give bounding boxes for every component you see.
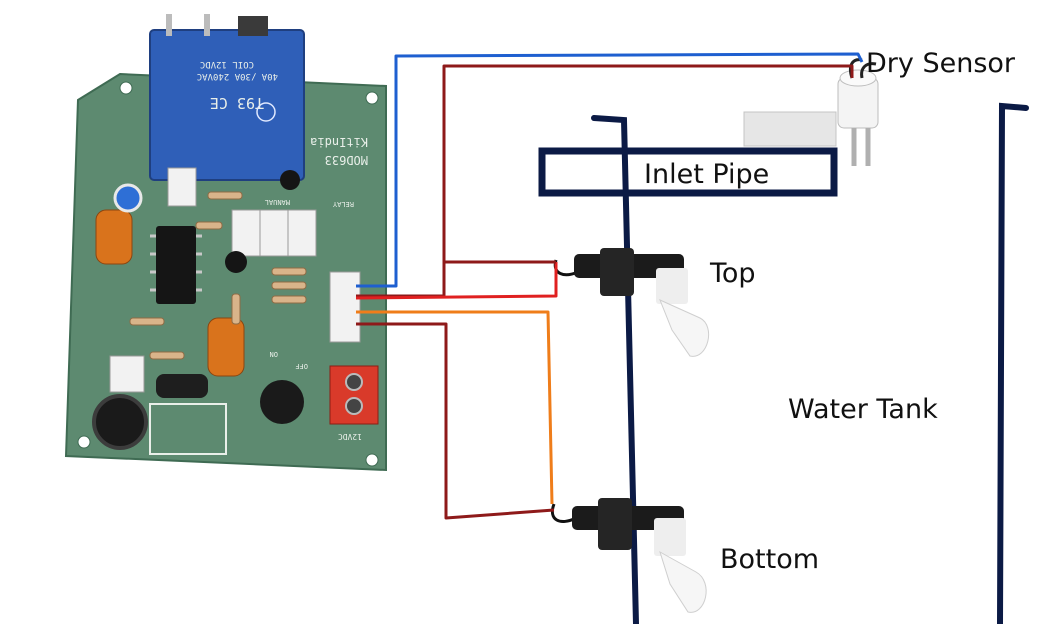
bridge-rectifier [156, 374, 208, 398]
manual-marking: MANUAL [265, 198, 290, 206]
dry-sensor [743, 58, 879, 166]
relay-logo-icon [256, 102, 276, 122]
connector-jst [231, 209, 261, 257]
sensor-cap [839, 69, 877, 87]
board-name: MOD633 [325, 153, 368, 167]
potentiometer [113, 183, 143, 213]
sensor-connector [329, 271, 361, 343]
buzzer [92, 394, 148, 450]
inlet-pipe [538, 147, 838, 197]
connector-jst [287, 209, 317, 257]
relay-model: T93 CE [210, 94, 264, 112]
sensor-mount-bracket [743, 111, 837, 147]
label-top: Top [709, 258, 756, 289]
board-brand: KitIndia [310, 135, 368, 149]
mounting-hole [365, 91, 379, 105]
off-marking: OFF [295, 362, 308, 370]
connector-jst [109, 355, 145, 393]
sensor-lead [860, 62, 877, 79]
label-water-tank: Water Tank [788, 394, 938, 425]
power-marking: 12VDC [338, 432, 362, 441]
wire-red-top-switch [355, 262, 558, 300]
connector-jst [167, 167, 197, 207]
float-switch-top [553, 248, 710, 357]
tank-left-wall [591, 115, 639, 624]
relay: T93 CE 40A /30A 240VAC COIL 12VDC [149, 14, 305, 181]
tank-right-wall [997, 102, 1029, 624]
water-tank [538, 102, 1029, 624]
buzzer [260, 380, 304, 424]
label-bottom: Bottom [720, 544, 819, 575]
transistor [280, 170, 300, 190]
float-body [659, 550, 707, 613]
float-body [659, 299, 710, 357]
label-inlet-pipe: Inlet Pipe [644, 159, 769, 190]
electrolytic-capacitor [95, 209, 133, 265]
electrolytic-capacitor [207, 317, 245, 377]
pcb-substrate [64, 72, 387, 472]
connector-jst [259, 209, 289, 257]
on-marking: ON [270, 350, 278, 358]
wire-orange-bottom-switch [356, 310, 554, 505]
transistor [225, 251, 247, 273]
mounting-hole [119, 81, 133, 95]
ic-chip [156, 226, 196, 304]
relay-marking: RELAY [332, 200, 354, 208]
wire-blue-dry-sensor [356, 52, 864, 288]
resistor-group [129, 191, 307, 360]
power-terminal-block [329, 365, 379, 425]
relay-rating: 40A /30A 240VAC [197, 71, 278, 81]
fuse-holder [149, 403, 227, 455]
wire-darkred-common [356, 322, 555, 520]
float-switch-bottom [551, 498, 707, 613]
controller-board: T93 CE 40A /30A 240VAC COIL 12VDC KitInd… [64, 14, 387, 472]
label-dry-sensor: Dry Sensor [866, 48, 1016, 79]
mounting-hole [77, 435, 91, 449]
mounting-hole [365, 453, 379, 467]
relay-coil: COIL 12VDC [200, 59, 254, 69]
